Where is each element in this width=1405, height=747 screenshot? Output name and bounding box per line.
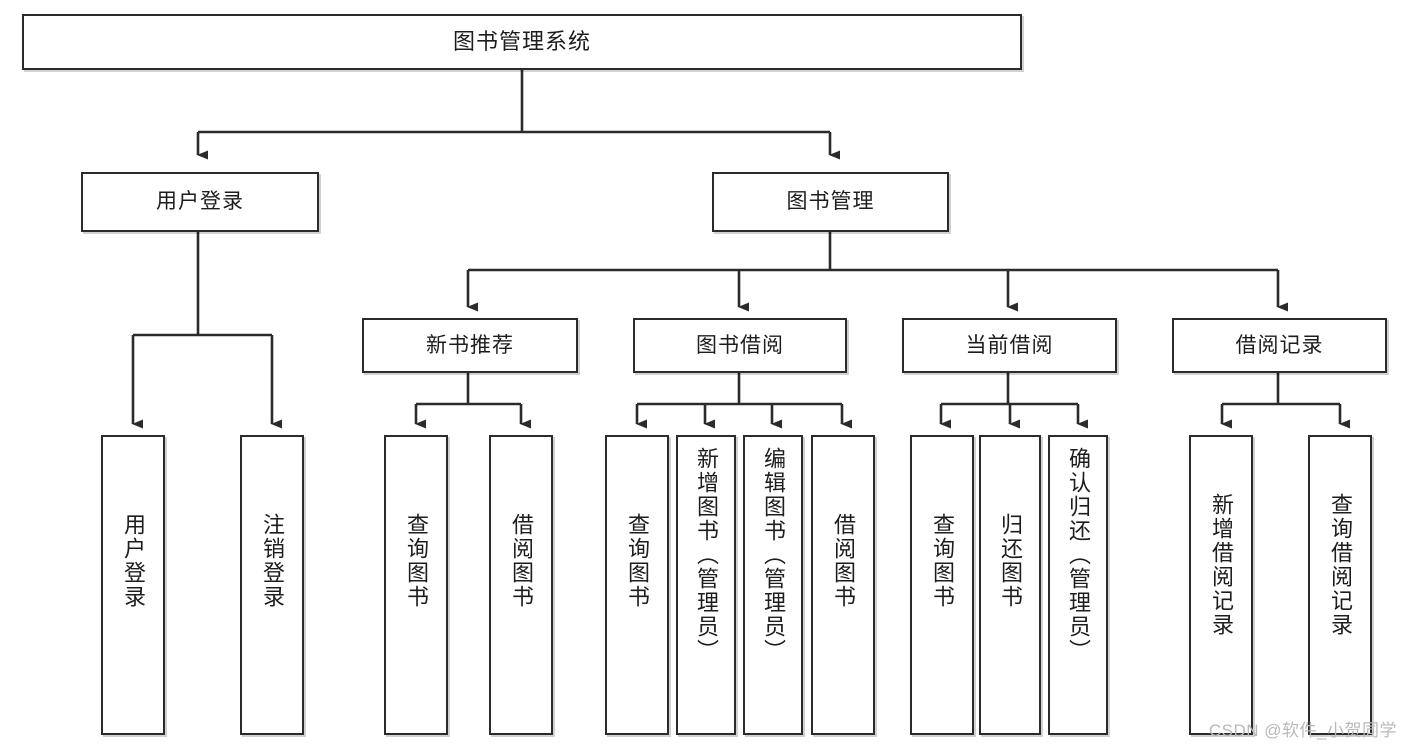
leaf-add-record-label: 新增借阅记录 xyxy=(1208,493,1234,637)
leaf-query-book-1[interactable]: 查询图书 xyxy=(384,435,448,735)
node-root[interactable]: 图书管理系统 xyxy=(22,14,1022,70)
leaf-add-record[interactable]: 新增借阅记录 xyxy=(1189,435,1253,735)
node-user-login[interactable]: 用户登录 xyxy=(81,172,319,232)
leaf-query-record[interactable]: 查询借阅记录 xyxy=(1308,435,1372,735)
leaf-query-book-2-label: 查询图书 xyxy=(624,513,650,609)
node-root-label: 图书管理系统 xyxy=(452,28,591,54)
node-new-book-recommend[interactable]: 新书推荐 xyxy=(362,318,578,373)
leaf-user-login[interactable]: 用户登录 xyxy=(101,435,165,735)
leaf-return-book[interactable]: 归还图书 xyxy=(979,435,1041,735)
leaf-confirm-return-label: 确认归还（管理员） xyxy=(1065,447,1091,663)
leaf-return-book-label: 归还图书 xyxy=(997,513,1023,609)
node-user-login-label: 用户登录 xyxy=(156,190,244,214)
leaf-query-book-3[interactable]: 查询图书 xyxy=(910,435,974,735)
leaf-borrow-book-1-label: 借阅图书 xyxy=(508,513,534,609)
leaf-borrow-book-1[interactable]: 借阅图书 xyxy=(489,435,553,735)
leaf-query-book-3-label: 查询图书 xyxy=(929,513,955,609)
leaf-user-login-label: 用户登录 xyxy=(120,513,146,609)
leaf-add-book-label: 新增图书（管理员） xyxy=(693,447,719,663)
node-new-book-recommend-label: 新书推荐 xyxy=(426,333,514,357)
leaf-query-record-label: 查询借阅记录 xyxy=(1327,493,1353,637)
node-book-manage[interactable]: 图书管理 xyxy=(712,172,949,232)
watermark: CSDN @软件_小贺同学 xyxy=(1208,721,1397,740)
node-book-manage-label: 图书管理 xyxy=(786,190,875,214)
leaf-query-book-1-label: 查询图书 xyxy=(403,513,429,609)
leaf-query-book-2[interactable]: 查询图书 xyxy=(605,435,669,735)
leaf-logout[interactable]: 注销登录 xyxy=(240,435,304,735)
leaf-logout-label: 注销登录 xyxy=(259,513,285,609)
node-borrow-record[interactable]: 借阅记录 xyxy=(1172,318,1387,373)
node-current-borrow-label: 当前借阅 xyxy=(965,333,1054,357)
leaf-borrow-book-2-label: 借阅图书 xyxy=(830,513,856,609)
node-borrow-record-label: 借阅记录 xyxy=(1235,333,1324,357)
node-book-borrow-label: 图书借阅 xyxy=(696,333,784,357)
node-book-borrow[interactable]: 图书借阅 xyxy=(633,318,847,373)
node-current-borrow[interactable]: 当前借阅 xyxy=(902,318,1117,373)
leaf-add-book[interactable]: 新增图书（管理员） xyxy=(676,435,736,735)
leaf-edit-book-label: 编辑图书（管理员） xyxy=(760,447,786,663)
leaf-confirm-return[interactable]: 确认归还（管理员） xyxy=(1048,435,1108,735)
leaf-edit-book[interactable]: 编辑图书（管理员） xyxy=(743,435,803,735)
leaf-borrow-book-2[interactable]: 借阅图书 xyxy=(811,435,875,735)
